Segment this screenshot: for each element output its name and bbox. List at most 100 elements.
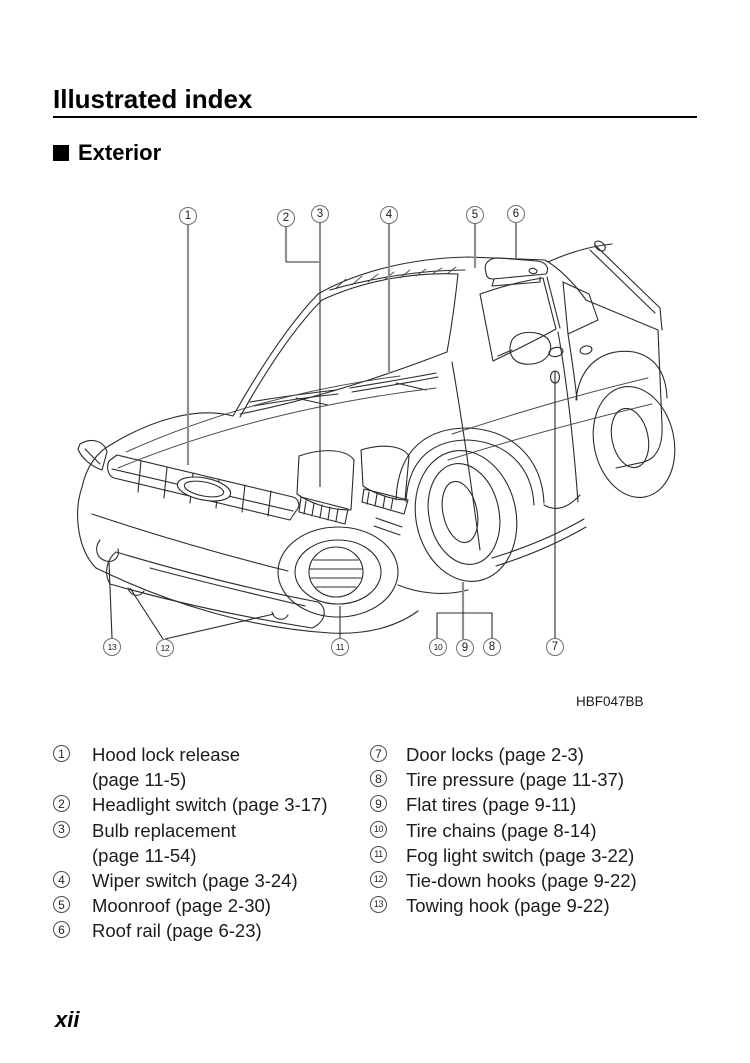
headlight-right	[360, 445, 410, 501]
grille-badge	[176, 476, 232, 502]
hood-edge	[111, 412, 234, 445]
section-heading: Exterior	[53, 140, 161, 166]
svg-text:13: 13	[108, 642, 117, 652]
title-rule	[53, 116, 697, 118]
svg-text:2: 2	[283, 212, 289, 224]
svg-text:10: 10	[434, 642, 443, 652]
figure-code: HBF047BB	[576, 694, 644, 709]
callout-5: 5	[466, 206, 484, 224]
front-wheel-arch-inner	[405, 439, 535, 506]
callout-2: 2	[277, 209, 295, 227]
svg-text:9: 9	[462, 642, 468, 654]
index-item-flat-tires: 9 Flat tires (page 9-11)	[370, 792, 701, 817]
item-label: Tie-down hooks (page 9-22)	[406, 870, 637, 892]
index-item-bulb-replacement: 3 Bulb replacement(page 11-54)	[53, 818, 370, 868]
bumper-side-vent	[373, 517, 403, 536]
leader-lines-gray	[186, 224, 477, 639]
side-skirt	[543, 494, 581, 509]
pod-blend	[397, 584, 469, 594]
item-label: Hood lock release	[92, 744, 241, 765]
item-number-badge: 11	[370, 845, 387, 863]
svg-text:1: 1	[185, 210, 191, 222]
item-number-badge: 3	[53, 820, 70, 838]
section-square-icon	[53, 145, 69, 161]
roof-rail-hole	[528, 267, 538, 275]
cab-rear	[544, 259, 587, 301]
page-title: Illustrated index	[53, 84, 253, 114]
exterior-figure: 1 2 3 4 5 6 7 8 9 10 11 12 13	[77, 205, 676, 657]
svg-text:8: 8	[489, 641, 495, 653]
front-face-outline	[77, 443, 113, 569]
svg-text:5: 5	[472, 209, 478, 221]
front-door-window	[479, 277, 557, 362]
fog-light-slats	[309, 559, 363, 588]
svg-text:7: 7	[552, 641, 558, 653]
callout-7: 7	[546, 638, 564, 656]
item-label: Door locks (page 2-3)	[406, 744, 584, 765]
turn-signal-left	[298, 496, 349, 525]
svg-text:11: 11	[336, 642, 345, 652]
grille-outline	[107, 454, 300, 521]
item-label: Towing hook (page 9-22)	[406, 895, 610, 917]
rear-wheel-rim	[610, 407, 650, 469]
door-keyhole	[549, 370, 561, 384]
item-number-badge: 9	[370, 795, 387, 813]
item-number-badge: 5	[53, 896, 70, 914]
svg-text:3: 3	[317, 208, 323, 220]
callout-1: 1	[179, 207, 197, 225]
fog-light-pod	[277, 526, 399, 618]
figure-callouts: 1 2 3 4 5 6 7 8 9 10 11 12 13	[103, 205, 564, 657]
index-right-column: 7 Door locks (page 2-3) 8 Tire pressure …	[370, 742, 701, 944]
cab-bed-seam	[567, 333, 578, 401]
index-list: 1 Hood lock release(page 11-5) 2 Headlig…	[53, 742, 701, 944]
svg-text:12: 12	[161, 643, 170, 653]
bumper-insert-slat	[149, 567, 306, 607]
rear-wheel-arch	[575, 350, 668, 401]
svg-text:6: 6	[513, 208, 519, 220]
b-pillar	[546, 276, 561, 329]
bumper-insert	[106, 551, 325, 629]
side-marker-light	[77, 440, 108, 471]
leader-13	[108, 561, 113, 639]
leader-8-9-10-bracket	[436, 612, 493, 638]
rear-door-handle	[579, 345, 593, 355]
leader-12	[129, 587, 275, 640]
index-item-headlight-switch: 2 Headlight switch (page 3-17)	[53, 792, 370, 817]
moonroof-edge	[329, 269, 466, 291]
windshield-far-pillar	[446, 273, 459, 353]
fog-light-lamp	[308, 546, 364, 598]
index-item-roof-rail: 6 Roof rail (page 6-23)	[53, 918, 370, 943]
item-label: Moonroof (page 2-30)	[92, 895, 271, 917]
page-number: xii	[55, 1007, 80, 1032]
item-number-badge: 12	[370, 871, 387, 889]
body-creases	[117, 375, 653, 469]
item-label: Tire pressure (page 11-37)	[406, 769, 624, 791]
item-label: Roof rail (page 6-23)	[92, 920, 262, 942]
index-item-tie-down-hooks: 12 Tie-down hooks (page 9-22)	[370, 868, 701, 893]
item-number-badge: 8	[370, 770, 387, 788]
index-item-tire-chains: 10 Tire chains (page 8-14)	[370, 818, 701, 843]
rear-tire	[592, 386, 676, 498]
a-pillar-outer	[232, 293, 319, 417]
item-number-badge: 4	[53, 871, 70, 889]
index-item-tire-pressure: 8 Tire pressure (page 11-37)	[370, 767, 701, 792]
item-number-badge: 7	[370, 745, 387, 762]
roof-rail-foot	[491, 276, 541, 287]
front-door-seam	[451, 361, 481, 551]
index-item-moonroof: 5 Moonroof (page 2-30)	[53, 893, 370, 918]
front-tire	[414, 450, 518, 582]
fog-light-ring	[294, 539, 382, 605]
index-item-towing-hook: 13 Towing hook (page 9-22)	[370, 893, 701, 918]
tailgate-top	[659, 307, 663, 331]
index-item-fog-light-switch: 11 Fog light switch (page 3-22)	[370, 843, 701, 868]
grille-badge-inner	[183, 480, 225, 498]
callout-9: 9	[456, 639, 474, 657]
roof-rail	[484, 257, 549, 280]
wiper-right	[349, 372, 439, 393]
callout-12: 12	[156, 639, 174, 657]
callout-6: 6	[507, 205, 525, 223]
callout-3: 3	[311, 205, 329, 223]
index-item-hood-lock-release: 1 Hood lock release(page 11-5)	[53, 742, 370, 792]
front-door-handle	[548, 346, 564, 358]
